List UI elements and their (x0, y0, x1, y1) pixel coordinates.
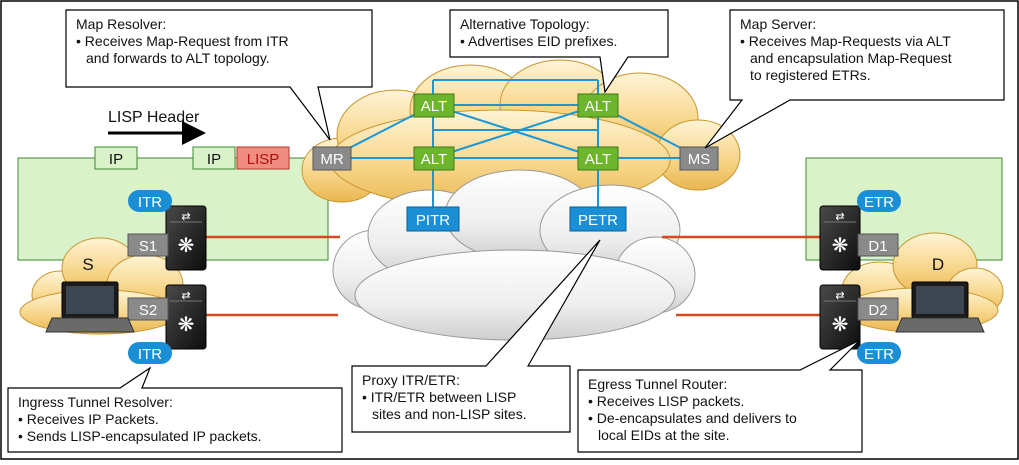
router-icon: ❋ (832, 235, 849, 257)
packet-lisp-box (236, 146, 290, 170)
callout-proxy: Proxy ITR/ETR: • ITR/ETR between LISP si… (362, 372, 568, 423)
s2-tag: S2 (127, 297, 169, 321)
svg-text:ETR: ETR (864, 346, 894, 363)
destination-laptop-icon (895, 281, 985, 333)
router-icon: ❋ (832, 314, 849, 336)
svg-text:ITR: ITR (138, 194, 162, 211)
callout-alt-topology-shape (449, 9, 669, 94)
router-s2: ⇄ ❋ (165, 284, 207, 350)
svg-text:ALT: ALT (421, 151, 447, 168)
callout-title: Map Server: (740, 16, 817, 32)
callout-alt-topology: Alternative Topology: • Advertises EID p… (460, 16, 665, 50)
etr-badge-top: ETR (857, 190, 901, 212)
packet-inner-ip-box (192, 146, 236, 170)
router-d2: ⇄ ❋ (819, 284, 861, 350)
callout-line: to registered ETRs. (750, 67, 871, 83)
callout-line: • Receives Map-Request from ITR (76, 33, 289, 49)
alt-node-top-right: ALT (577, 93, 619, 118)
pitr-node: PITR (406, 206, 460, 232)
lisp-header-label: LISP Header (108, 109, 200, 126)
packet-ip-box (94, 146, 138, 170)
switch-icon: ⇄ (835, 211, 844, 223)
switch-icon: ⇄ (181, 211, 190, 223)
alt-node-bottom-left: ALT (413, 146, 455, 171)
site-s-label: S (82, 255, 93, 274)
itr-badge-bottom: ITR (128, 342, 172, 364)
packet-inner-ip-label: IP (207, 151, 221, 168)
callout-title: Proxy ITR/ETR: (362, 372, 461, 388)
callout-title: Ingress Tunnel Resolver: (18, 394, 173, 410)
callout-map-server-shape (704, 9, 1005, 149)
callout-line: • Sends LISP-encapsulated IP packets. (18, 428, 262, 444)
svg-text:ETR: ETR (864, 194, 894, 211)
svg-text:MS: MS (688, 151, 711, 168)
router-d1: ⇄ ❋ (819, 205, 861, 271)
svg-text:ITR: ITR (138, 346, 162, 363)
callout-ingress: Ingress Tunnel Resolver: • Receives IP P… (18, 394, 340, 445)
svg-text:MR: MR (320, 151, 343, 168)
router-s1: ⇄ ❋ (165, 205, 207, 271)
alt-node-bottom-right: ALT (577, 146, 619, 171)
callout-line: • ITR/ETR between LISP (362, 389, 517, 405)
callout-title: Alternative Topology: (460, 16, 590, 32)
svg-text:PITR: PITR (416, 212, 450, 229)
alt-node-top-left: ALT (413, 93, 455, 118)
callout-line: and forwards to ALT topology. (86, 50, 270, 66)
map-server-node: MS (679, 146, 719, 171)
callout-line: and encapsulation Map-Request (750, 50, 952, 66)
callout-egress-shape (577, 339, 863, 453)
callout-egress: Egress Tunnel Router: • Receives LISP pa… (588, 376, 860, 444)
switch-icon: ⇄ (181, 290, 190, 302)
s1-tag: S1 (127, 233, 169, 257)
svg-text:D2: D2 (868, 302, 887, 319)
petr-node: PETR (569, 206, 627, 232)
callout-ingress-shape (7, 366, 343, 453)
packet-ip-label: IP (109, 151, 123, 168)
callout-line: • De-encapsulates and delivers to (588, 410, 797, 426)
callout-proxy-shape (351, 239, 601, 433)
source-laptop-icon (45, 281, 135, 333)
callout-line: • Advertises EID prefixes. (460, 33, 618, 49)
svg-text:S1: S1 (139, 238, 157, 255)
svg-text:S2: S2 (139, 302, 157, 319)
callout-map-server: Map Server: • Receives Map-Requests via … (740, 16, 1002, 84)
svg-text:D1: D1 (868, 238, 887, 255)
callout-line: • Receives Map-Requests via ALT (740, 33, 951, 49)
callout-line: • Receives LISP packets. (588, 393, 745, 409)
itr-badge-top: ITR (128, 190, 172, 212)
packet-lisp-label: LISP (247, 151, 280, 168)
callout-title: Map Resolver: (76, 16, 167, 32)
callout-title: Egress Tunnel Router: (588, 376, 728, 392)
callout-line: sites and non-LISP sites. (372, 406, 527, 422)
site-d-label: D (932, 255, 944, 274)
svg-text:ALT: ALT (585, 98, 611, 115)
callout-map-resolver: Map Resolver: • Receives Map-Request fro… (76, 16, 368, 67)
svg-text:ALT: ALT (421, 98, 447, 115)
callout-line: local EIDs at the site. (598, 427, 730, 443)
svg-text:ALT: ALT (585, 151, 611, 168)
switch-icon: ⇄ (835, 290, 844, 302)
etr-badge-bottom: ETR (857, 342, 901, 364)
d1-tag: D1 (857, 233, 899, 257)
callout-line: • Receives IP Packets. (18, 411, 159, 427)
internet-grey-cloud (332, 169, 696, 341)
router-icon: ❋ (178, 235, 195, 257)
router-icon: ❋ (178, 314, 195, 336)
map-resolver-node: MR (312, 146, 352, 171)
svg-text:PETR: PETR (578, 212, 618, 229)
d2-tag: D2 (857, 297, 899, 321)
callout-map-resolver-shape (65, 9, 373, 141)
